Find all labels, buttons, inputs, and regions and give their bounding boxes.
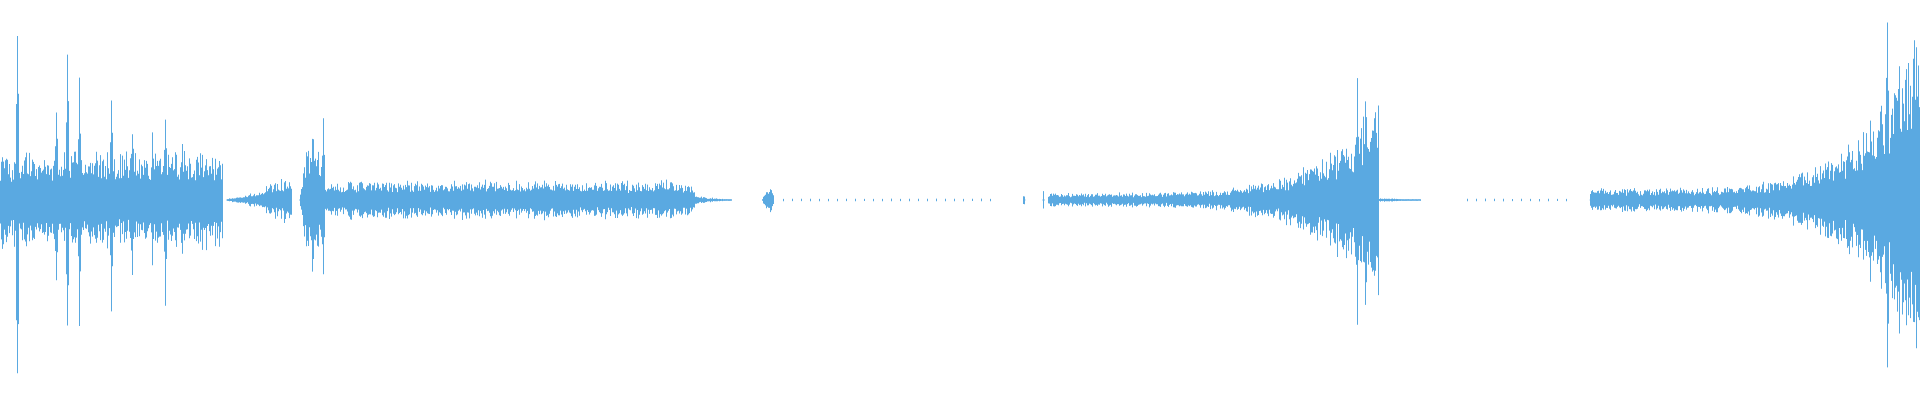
- waveform-trace: [0, 22, 1920, 374]
- waveform-path: [0, 22, 1920, 374]
